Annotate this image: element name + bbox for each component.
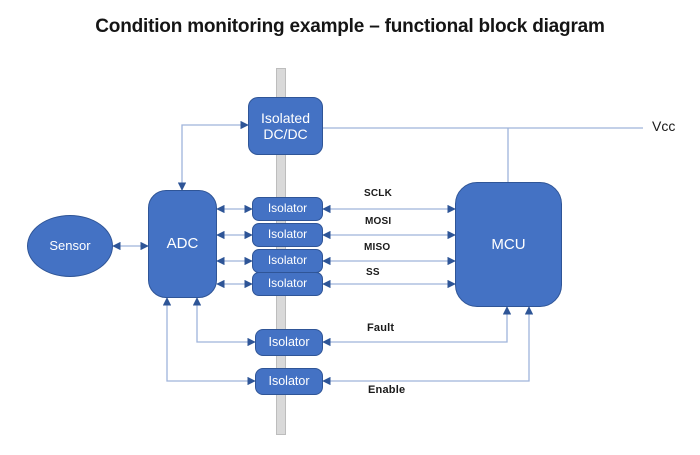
connector-enable-adc-isolator (162, 297, 256, 386)
mcu-label: MCU (491, 235, 526, 253)
isolator-label: Isolator (267, 276, 308, 291)
isolator-label: Isolator (268, 335, 310, 350)
fault-signal-label: Fault (367, 322, 395, 334)
connector-fault-adc-isolator (192, 297, 256, 347)
sclk-signal-label: SCLK (364, 188, 393, 199)
isolator-fault-block: Isolator (255, 329, 323, 356)
isolated-dcdc-block: Isolated DC/DC (248, 97, 323, 155)
mosi-signal-label: MOSI (365, 216, 392, 227)
isolator-label: Isolator (267, 253, 308, 268)
isolator-label: Isolator (267, 201, 308, 216)
isolator-ss-block: Isolator (252, 272, 323, 296)
isolator-enable-block: Isolator (255, 368, 323, 395)
enable-signal-label: Enable (368, 384, 406, 396)
isolator-label: Isolator (267, 227, 308, 242)
mcu-block: MCU (455, 182, 562, 307)
isolated-dcdc-label-line2: DC/DC (263, 126, 308, 142)
sensor-block: Sensor (27, 215, 113, 277)
adc-block: ADC (148, 190, 217, 298)
isolator-sclk-block: Isolator (252, 197, 323, 221)
isolator-mosi-block: Isolator (252, 223, 323, 247)
isolator-miso-block: Isolator (252, 249, 323, 273)
vcc-label: Vcc (652, 118, 676, 134)
connector-fault-isolator-mcu (322, 306, 512, 347)
miso-signal-label: MISO (364, 242, 391, 253)
sensor-label: Sensor (49, 237, 91, 253)
diagram-title: Condition monitoring example – functiona… (95, 16, 605, 37)
isolated-dcdc-label-line1: Isolated (260, 109, 311, 126)
ss-signal-label: SS (366, 267, 380, 278)
connector-adc-dcdc (177, 120, 249, 191)
adc-label: ADC (166, 235, 199, 253)
connector-enable-isolator-mcu (322, 306, 534, 386)
isolator-label: Isolator (268, 374, 310, 389)
